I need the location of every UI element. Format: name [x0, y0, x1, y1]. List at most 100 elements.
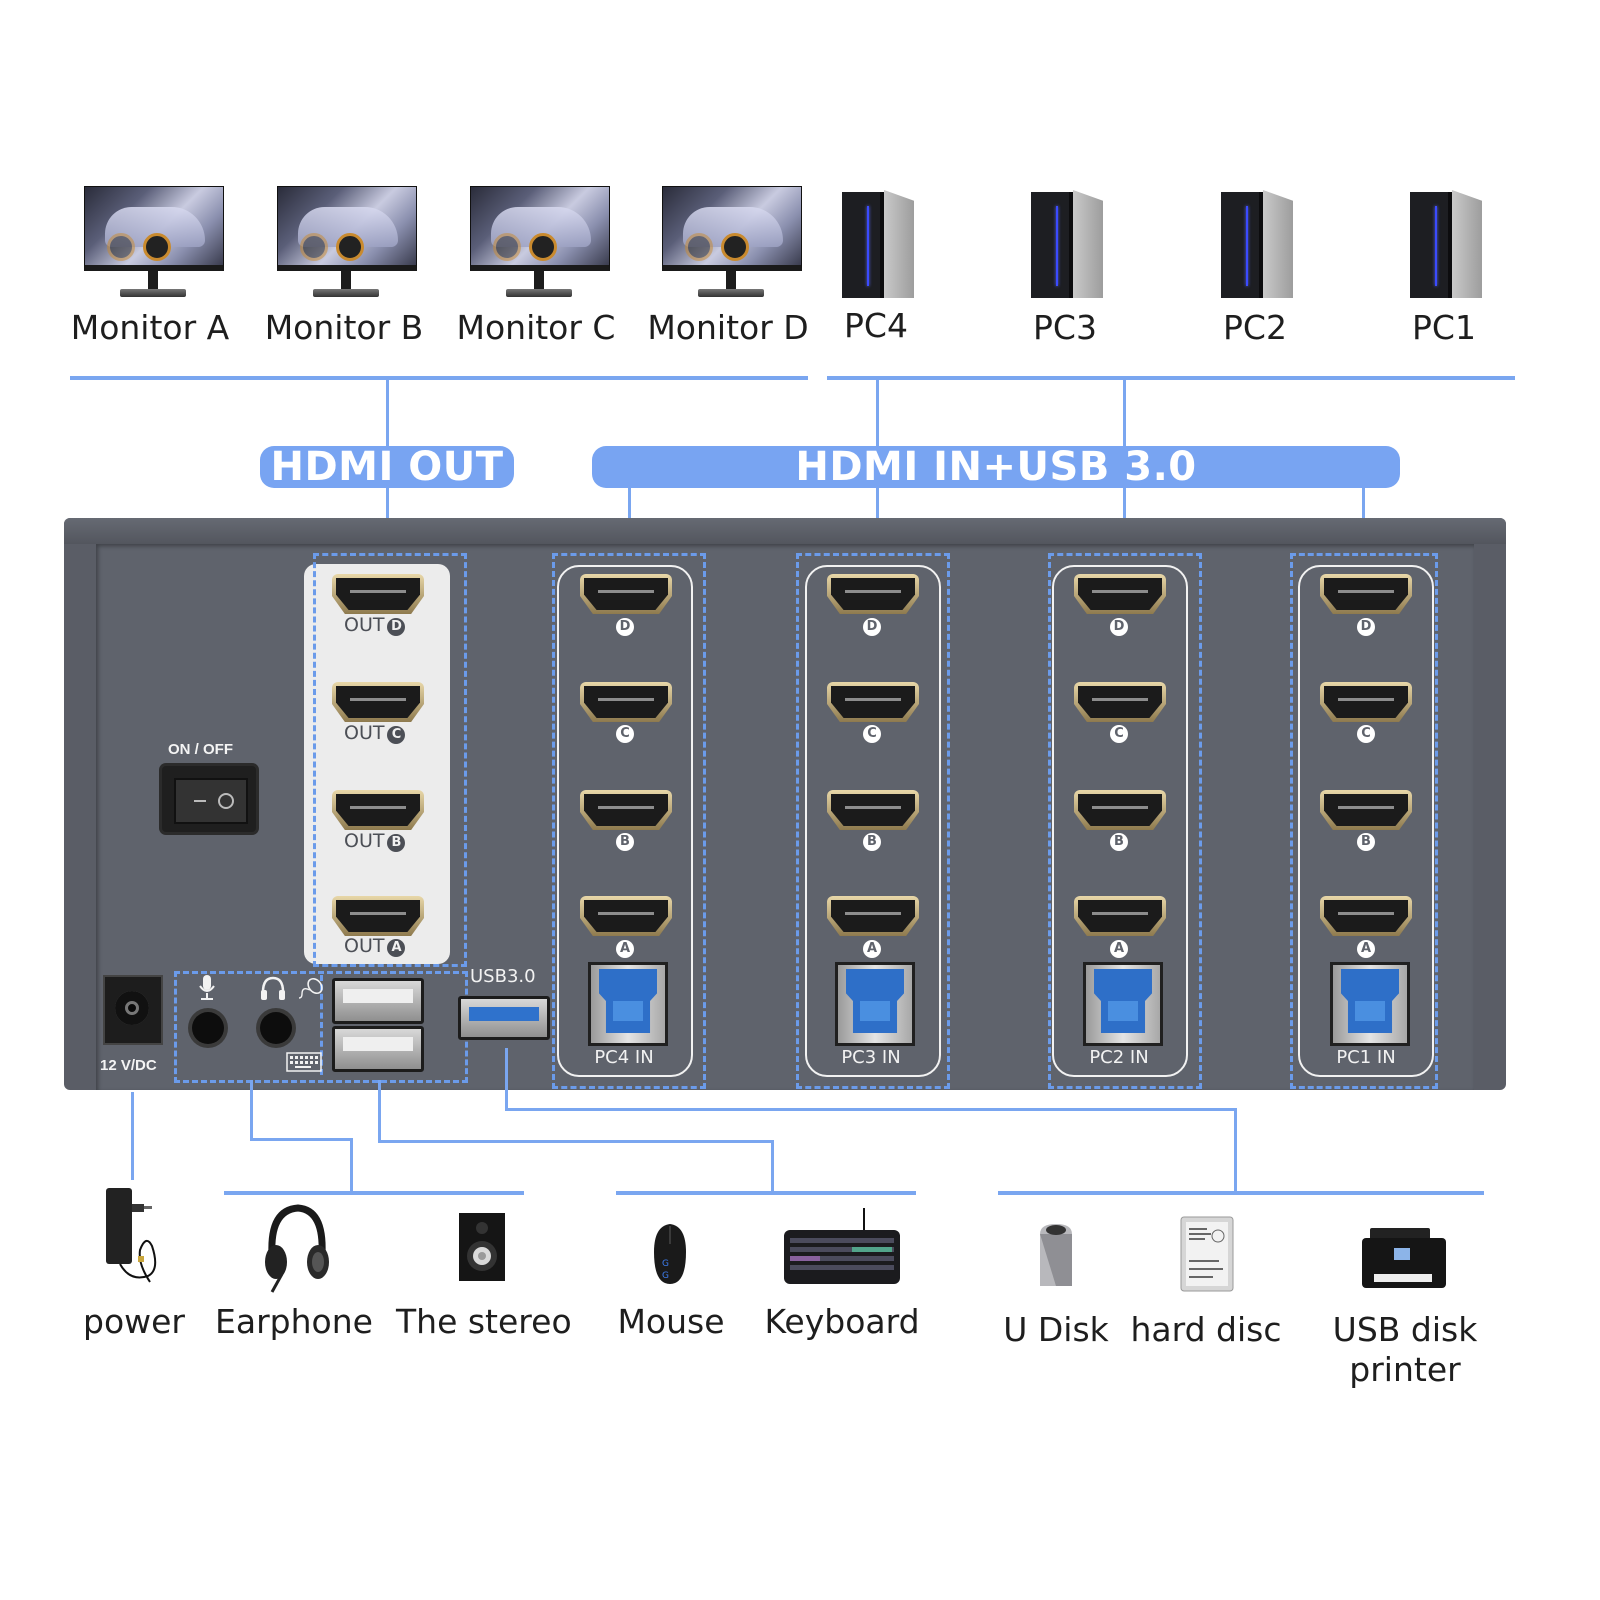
pc3-hdmi-c[interactable] — [827, 682, 919, 722]
headphone-jack[interactable] — [260, 1012, 292, 1044]
usb-a-port-upper[interactable] — [332, 978, 424, 1024]
monitor-label: Monitor D — [647, 308, 809, 347]
pc1-hdmi-a[interactable] — [1320, 896, 1412, 936]
svg-text:G: G — [662, 1259, 669, 1269]
port-letter: B — [1110, 833, 1128, 851]
keyboard-icon — [286, 1052, 322, 1072]
pc3-in-label: PC3 IN — [841, 1047, 901, 1068]
port-letter: B — [1357, 833, 1375, 851]
pc1-hdmi-b[interactable] — [1320, 790, 1412, 830]
port-letter: C — [863, 725, 881, 743]
pc-label: PC4 — [844, 306, 908, 345]
pc3-group-outline — [805, 565, 941, 1077]
hdmi-out-port-b[interactable] — [332, 790, 424, 830]
port-letter: B — [616, 833, 634, 851]
hdmi-out-port-c[interactable] — [332, 682, 424, 722]
monitor-icon — [277, 186, 417, 298]
connector-line — [386, 378, 389, 448]
monitor-icon — [470, 186, 610, 298]
pc-label: PC3 — [1033, 308, 1097, 347]
connector-line — [505, 1108, 1237, 1111]
port-letter: A — [1357, 940, 1375, 958]
pc2-hdmi-a[interactable] — [1074, 896, 1166, 936]
hard-disk-icon — [1180, 1216, 1234, 1292]
port-letter: D — [1357, 618, 1375, 636]
pc2-in-label: PC2 IN — [1089, 1047, 1149, 1068]
hdmi-in-usb-pill: HDMI IN+USB 3.0 — [592, 446, 1400, 488]
pc2-hdmi-d[interactable] — [1074, 574, 1166, 614]
pc1-hdmi-d[interactable] — [1320, 574, 1412, 614]
pc4-hdmi-d[interactable] — [580, 574, 672, 614]
pc3-hdmi-b[interactable] — [827, 790, 919, 830]
port-letter: A — [616, 940, 634, 958]
hid-bus-line — [616, 1191, 916, 1195]
pc2-usb-b-port[interactable] — [1083, 962, 1163, 1046]
port-letter: C — [1110, 725, 1128, 743]
pc1-group-outline — [1298, 565, 1434, 1077]
pc-label: PC2 — [1223, 308, 1287, 347]
pc1-hdmi-c[interactable] — [1320, 682, 1412, 722]
microphone-jack[interactable] — [192, 1012, 224, 1044]
pc3-usb-b-port[interactable] — [835, 962, 915, 1046]
pc3-dashed-box — [796, 553, 950, 1089]
pc2-group-outline — [1052, 565, 1188, 1077]
hdmi-out-dashed-box — [313, 553, 467, 967]
pc-tower-icon — [1031, 190, 1103, 302]
usb-drive-icon — [1040, 1224, 1072, 1286]
mouse-icon — [298, 977, 323, 999]
pc4-hdmi-a[interactable] — [580, 896, 672, 936]
connector-line — [131, 1092, 134, 1180]
port-letter: D — [863, 618, 881, 636]
pc4-dashed-box — [552, 553, 706, 1089]
port-letter: C — [1357, 725, 1375, 743]
usb-storage-bus-line — [998, 1191, 1484, 1195]
hdmi-out-port-d[interactable] — [332, 574, 424, 614]
peripheral-label: hard disc — [1130, 1310, 1282, 1349]
printer-label-line1: USB disk — [1332, 1310, 1478, 1349]
port-letter: A — [1110, 940, 1128, 958]
pc2-hdmi-b[interactable] — [1074, 790, 1166, 830]
pc3-hdmi-d[interactable] — [827, 574, 919, 614]
usb-a-port-lower[interactable] — [332, 1026, 424, 1072]
pc1-dashed-box — [1290, 553, 1438, 1089]
speaker-icon — [459, 1213, 505, 1281]
peripheral-label: USB disk printer — [1320, 1310, 1490, 1390]
power-switch[interactable] — [162, 766, 256, 832]
port-letter: B — [863, 833, 881, 851]
pcs-bus-line — [827, 376, 1515, 380]
connector-line — [505, 1048, 508, 1110]
port-letter: D — [1110, 618, 1128, 636]
monitor-icon — [84, 186, 224, 298]
pc2-hdmi-c[interactable] — [1074, 682, 1166, 722]
peripheral-label: Mouse — [617, 1302, 725, 1341]
pc1-usb-b-port[interactable] — [1330, 962, 1410, 1046]
peripheral-label: power — [83, 1302, 185, 1341]
printer-icon — [1362, 1228, 1446, 1288]
headphone-icon — [261, 976, 285, 1000]
pc4-hdmi-b[interactable] — [580, 790, 672, 830]
pc4-usb-b-port[interactable] — [588, 962, 668, 1046]
peripheral-label: U Disk — [1003, 1310, 1109, 1349]
connector-line — [350, 1138, 353, 1192]
pc4-hdmi-c[interactable] — [580, 682, 672, 722]
pc-tower-icon — [842, 190, 914, 302]
monitors-bus-line — [70, 376, 808, 380]
mouse-icon: GG — [654, 1224, 686, 1284]
connector-line — [250, 1080, 253, 1140]
svg-text:G: G — [662, 1271, 669, 1281]
dc-power-jack[interactable] — [103, 975, 163, 1045]
pc3-hdmi-a[interactable] — [827, 896, 919, 936]
divider — [320, 975, 323, 1075]
usb3-a-port[interactable] — [458, 996, 550, 1040]
monitor-label: Monitor C — [456, 308, 616, 347]
usb3-label: USB3.0 — [470, 966, 536, 987]
hdmi-out-port-a[interactable] — [332, 896, 424, 936]
power-adapter-icon — [106, 1188, 157, 1283]
power-switch-label: ON / OFF — [168, 741, 233, 758]
pc1-in-label: PC1 IN — [1336, 1047, 1396, 1068]
connector-line — [250, 1138, 352, 1141]
